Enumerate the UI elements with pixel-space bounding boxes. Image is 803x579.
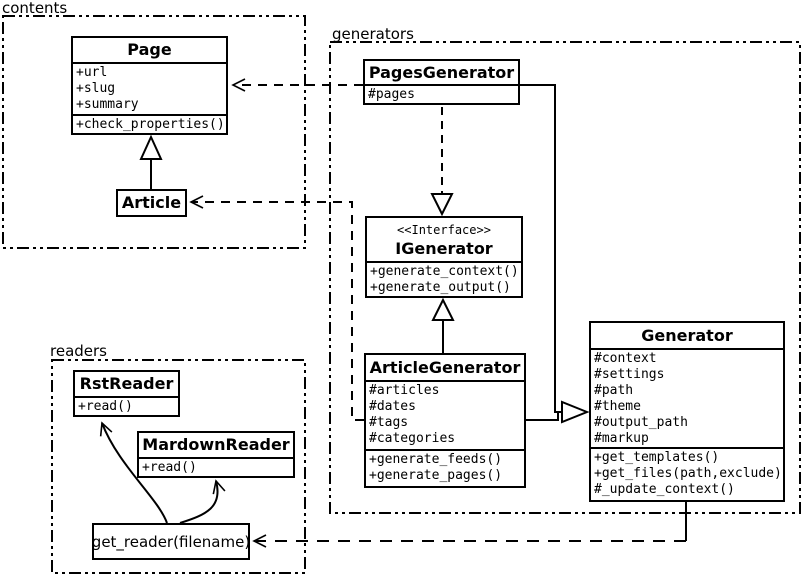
class-igenerator-title: IGenerator <box>395 238 493 258</box>
class-page-attributes: +url +slug +summary <box>73 62 226 114</box>
attribute: #output_path <box>594 415 688 430</box>
class-igenerator-stereotype: <<Interface>> <box>397 222 491 237</box>
package-contents-border <box>2 15 306 249</box>
class-pagesgenerator-title: PagesGenerator <box>368 62 515 82</box>
node-get-reader-label: get_reader(filename) <box>91 532 251 551</box>
class-pagesgenerator: PagesGenerator #pages <box>363 59 520 105</box>
package-generators-border <box>329 41 801 514</box>
arrow-getreader-to-mardownreader <box>179 479 226 524</box>
class-articlegenerator-attributes: #articles #dates #tags #categories <box>366 380 524 449</box>
package-readers-border <box>51 359 306 574</box>
realization-pagesgenerator-to-igenerator <box>430 107 454 217</box>
class-generator-methods: +get_templates() +get_files(path,exclude… <box>591 447 783 500</box>
class-rstreader: RstReader +read() <box>73 370 180 417</box>
method: +generate_context() <box>370 264 519 279</box>
class-page-title: Page <box>127 40 172 59</box>
method: #_update_context() <box>594 482 735 497</box>
class-mardownreader-methods: +read() <box>139 457 293 476</box>
package-label-generators: generators <box>332 25 414 43</box>
class-mardownreader-title: MardownReader <box>142 435 290 454</box>
dependency-articlegenerator-to-article <box>189 195 364 421</box>
attribute: +slug <box>76 81 116 96</box>
attribute: #articles <box>369 383 440 398</box>
class-rstreader-title: RstReader <box>79 374 174 393</box>
attribute: #categories <box>369 431 456 446</box>
attribute: +summary <box>76 97 139 112</box>
method: +generate_feeds() <box>369 452 503 467</box>
class-generator: Generator #context #settings #path #them… <box>589 321 785 502</box>
attribute: #dates <box>369 399 416 414</box>
class-page-methods: +check_properties() <box>73 114 226 133</box>
attribute: #theme <box>594 399 641 414</box>
class-igenerator-methods: +generate_context() +generate_output() <box>367 261 521 296</box>
dependency-generator-to-getreader <box>252 502 687 548</box>
class-page: Page +url +slug +summary +check_properti… <box>71 36 228 135</box>
class-article-title: Article <box>121 193 182 212</box>
generalization-to-generator <box>520 84 590 424</box>
method: +get_files(path,exclude) <box>594 466 782 481</box>
method: +generate_output() <box>370 280 511 295</box>
class-articlegenerator: ArticleGenerator #articles #dates #tags … <box>364 353 526 488</box>
attribute: #settings <box>594 367 665 382</box>
class-articlegenerator-methods: +generate_feeds() +generate_pages() <box>366 449 524 486</box>
generalization-article-to-page <box>139 134 163 189</box>
method: +read() <box>78 399 133 414</box>
attribute: #markup <box>594 431 649 446</box>
method: +generate_pages() <box>369 468 503 483</box>
attribute: #path <box>594 383 634 398</box>
node-get-reader: get_reader(filename) <box>92 523 250 560</box>
attribute: #pages <box>368 87 415 103</box>
attribute: #context <box>594 351 657 366</box>
class-article: Article <box>116 189 187 217</box>
class-generator-attributes: #context #settings #path #theme #output_… <box>591 348 783 447</box>
method: +read() <box>142 460 197 475</box>
class-pagesgenerator-attributes: #pages <box>365 84 518 103</box>
class-articlegenerator-title: ArticleGenerator <box>369 357 521 377</box>
class-mardownreader: MardownReader +read() <box>137 431 295 478</box>
class-rstreader-methods: +read() <box>75 396 178 415</box>
package-label-readers: readers <box>50 342 107 360</box>
class-generator-title: Generator <box>641 325 733 345</box>
attribute: #tags <box>369 415 409 430</box>
class-igenerator: <<Interface>> IGenerator +generate_conte… <box>365 216 523 298</box>
generalization-articlegenerator-to-igenerator <box>431 297 455 353</box>
method: +check_properties() <box>76 117 225 132</box>
arrow-getreader-to-rstreader <box>99 421 168 524</box>
package-label-contents: contents <box>2 0 68 17</box>
method: +get_templates() <box>594 450 720 465</box>
attribute: +url <box>76 65 108 80</box>
